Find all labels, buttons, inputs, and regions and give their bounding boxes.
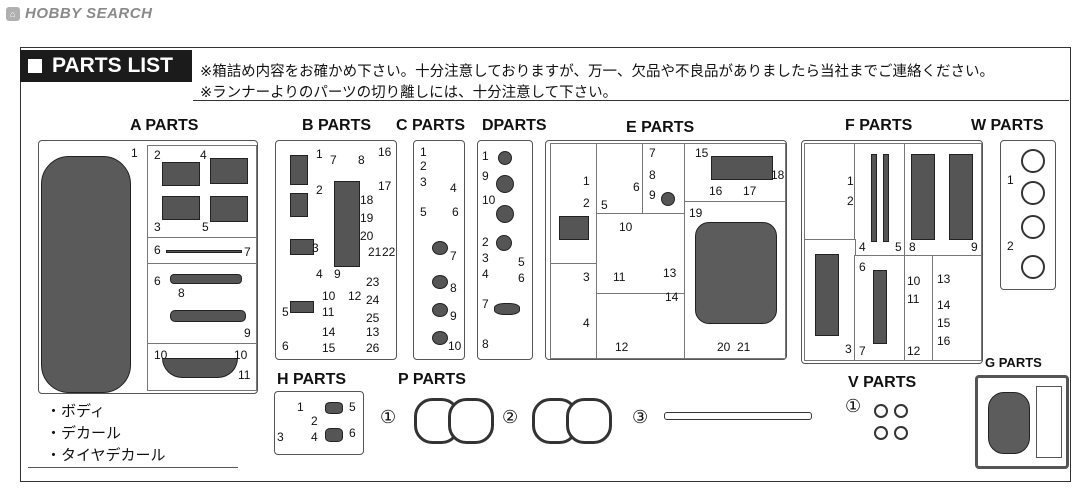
e-cell-4: 15 16 17 18 (684, 143, 786, 203)
v-parts-label: V PARTS (848, 374, 917, 391)
hobby-search-logo: ⌂ HOBBY SEARCH (6, 5, 152, 22)
contents-tire-decal: ・タイヤデカール (46, 446, 166, 464)
e-cell-1: 1 2 (550, 143, 598, 265)
title-square-icon (28, 59, 42, 73)
b-parts-label: B PARTS (302, 117, 372, 134)
header-rule (193, 100, 1069, 101)
g-parts-sprue (975, 375, 1069, 469)
p-part-2-number: ② (502, 407, 519, 428)
w-parts-sprue: 1 2 (1000, 140, 1056, 290)
e-window-part (695, 222, 777, 324)
washer-part (894, 404, 908, 418)
wheel-part (1021, 181, 1045, 205)
wheel-part (1021, 255, 1045, 279)
washer-part (894, 426, 908, 440)
f-cell-4: 3 (804, 239, 856, 361)
b-parts-sprue: 1 7 8 16 2 17 18 19 20 3 21 22 4 9 23 10… (275, 140, 397, 360)
c-parts-sprue: 1 2 3 4 5 6 7 8 9 10 (413, 140, 465, 360)
tire-part (566, 398, 612, 444)
d-parts-label: DPARTS (482, 117, 547, 134)
contents-underline (28, 467, 238, 468)
a-cell-2: 6 7 (147, 237, 257, 265)
f-parts-label: F PARTS (845, 117, 913, 134)
f-parts-sprue: 1 2 4 5 8 9 3 6 7 10 11 12 13 14 15 16 (801, 140, 983, 364)
w-parts-label: W PARTS (971, 117, 1044, 134)
e-cell-6: 10 11 13 (596, 213, 686, 295)
e-parts-sprue: 1 2 6 5 7 8 9 15 16 17 18 3 4 10 11 13 1… (545, 140, 787, 360)
parts-list-title: PARTS LIST (20, 50, 192, 82)
a-cell-3: 6 8 9 (147, 263, 257, 345)
f-cell-1: 1 2 (804, 143, 856, 241)
p-parts-label: P PARTS (398, 371, 466, 388)
washer-part (874, 404, 888, 418)
p-part-3-number: ③ (632, 407, 649, 428)
wheel-part (1021, 215, 1045, 239)
a-parts-label: A PARTS (130, 117, 199, 134)
a-cell-4: 10 10 11 (147, 343, 257, 391)
e-cell-7: 14 12 (596, 290, 686, 359)
a-cell-1: 2 4 3 5 (147, 145, 257, 239)
note-line-1: ※箱詰め内容をお確かめ下さい。十分注意しておりますが、万一、欠品や不良品がありま… (200, 64, 994, 80)
a-chassis-part (41, 156, 131, 393)
contents-body: ・ボディ (46, 402, 105, 420)
v-part-1-number: ① (845, 396, 862, 417)
e-cell-2: 6 5 (596, 143, 644, 215)
logo-icon: ⌂ (6, 6, 20, 21)
part-num: 1 (131, 146, 138, 160)
note-line-2: ※ランナーよりのパーツの切り離しには、十分注意して下さい。 (200, 85, 618, 101)
parts-list-frame (20, 47, 1071, 482)
d-parts-sprue: 1 9 10 2 3 5 4 6 7 8 (477, 140, 533, 360)
wheel-part (1021, 149, 1045, 173)
p-part-1-number: ① (380, 407, 397, 428)
contents-decal: ・デカール (46, 424, 122, 442)
tire-part (448, 398, 494, 444)
f-cell-3: 8 9 (904, 143, 982, 257)
e-cell-3: 7 8 9 (642, 143, 686, 215)
h-parts-label: H PARTS (277, 371, 347, 388)
a-parts-sprue: 1 2 4 3 5 6 7 6 8 9 10 10 11 (38, 140, 258, 394)
washer-part (874, 426, 888, 440)
f-cell-6: 10 11 12 (904, 255, 934, 361)
h-parts-sprue: 1 2 5 3 4 6 (274, 391, 364, 455)
e-cell-8: 19 20 21 (684, 201, 786, 359)
e-parts-label: E PARTS (626, 119, 695, 136)
g-parts-label: G PARTS (985, 355, 1042, 370)
g-window-part (988, 392, 1030, 454)
e-cell-5: 3 4 (550, 263, 598, 359)
logo-text: HOBBY SEARCH (25, 5, 153, 22)
f-cell-2: 4 5 (854, 143, 906, 257)
c-parts-label: C PARTS (396, 117, 466, 134)
axle-shaft-part (664, 412, 812, 420)
f-cell-7: 13 14 15 16 (932, 255, 982, 361)
f-cell-5: 6 7 (854, 255, 906, 361)
